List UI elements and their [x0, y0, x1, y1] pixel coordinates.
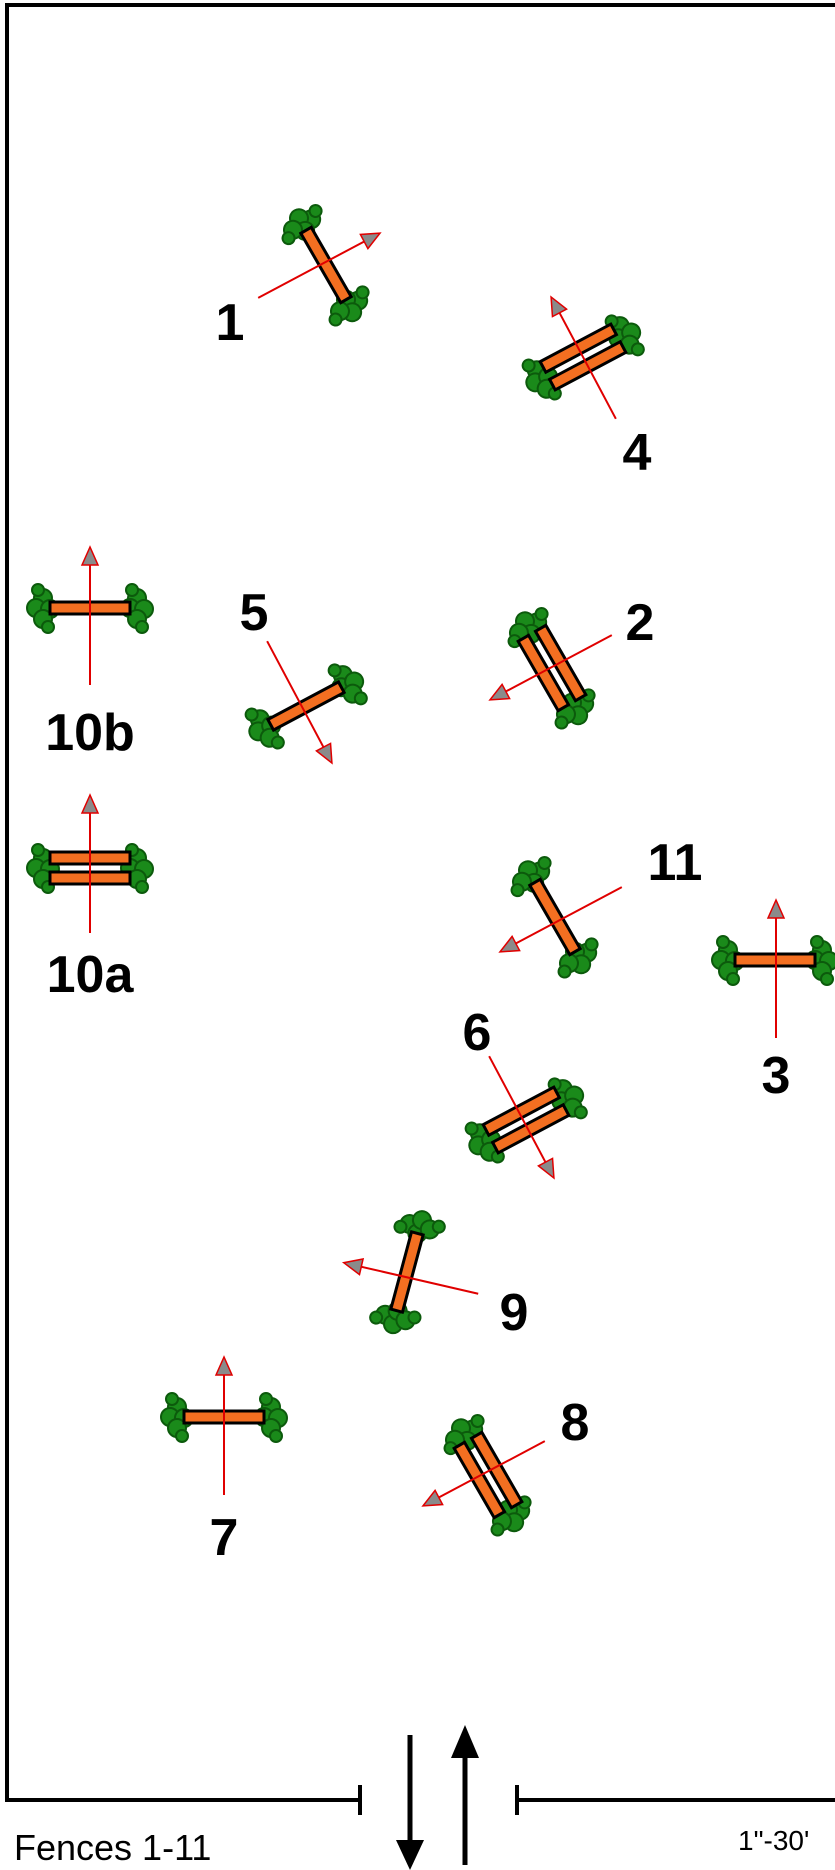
- fence-5: 5: [239, 584, 373, 768]
- fence-label: 3: [762, 1047, 791, 1105]
- direction-arrow: [215, 1356, 233, 1496]
- direction-arrow: [81, 546, 99, 686]
- fence-6: 6: [459, 1004, 593, 1183]
- arena-boundary: [5, 3, 835, 1815]
- fence-11: 11: [495, 834, 703, 984]
- fence-2: 2: [485, 594, 655, 735]
- fence-label: 2: [626, 594, 655, 652]
- fence-8: 8: [418, 1394, 590, 1542]
- fence-label: 7: [210, 1509, 239, 1567]
- fence-label: 11: [648, 834, 703, 892]
- fence-label: 8: [561, 1394, 590, 1452]
- gate-entry-arrow: [451, 1725, 479, 1865]
- fence-7: 7: [161, 1356, 287, 1567]
- fence-9: 9: [340, 1205, 529, 1342]
- scale-label: 1"-30': [738, 1825, 809, 1856]
- fence-1: 1: [216, 198, 385, 352]
- direction-arrow: [767, 899, 785, 1039]
- fence-label: 5: [240, 584, 269, 642]
- fence-10b: 10b: [27, 546, 153, 762]
- fence-label: 10a: [47, 946, 135, 1004]
- fence-10a: 10a: [27, 794, 153, 1004]
- fence-4: 4: [516, 292, 652, 482]
- course-caption: Fences 1-11: [14, 1827, 211, 1868]
- fence-label: 4: [623, 424, 652, 482]
- fence-3: 3: [712, 899, 835, 1105]
- gate-exit-arrow: [396, 1735, 424, 1870]
- fence-label: 6: [463, 1004, 492, 1062]
- fence-label: 10b: [45, 704, 135, 762]
- fence-label: 1: [216, 294, 245, 352]
- fence-label: 9: [500, 1284, 529, 1342]
